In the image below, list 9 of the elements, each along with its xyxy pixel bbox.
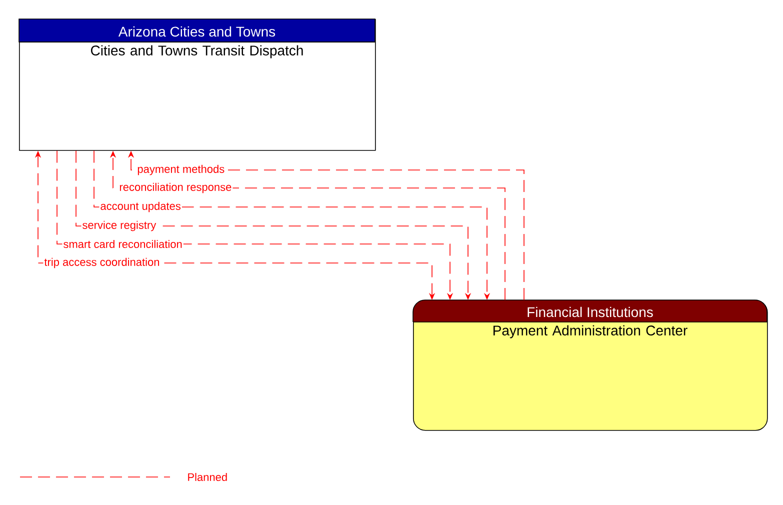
edge-label: smart card reconciliation (64, 240, 182, 248)
legend-text: Planned (188, 472, 227, 482)
edge-label: reconciliation response (120, 182, 232, 194)
edge-label: trip access coordination (44, 258, 160, 268)
edge-label: service registry (82, 220, 156, 232)
system-box: Arizona Cities and Towns Cities and Towns Transit Dispatch (18, 18, 376, 151)
system-box: Financial Institutions Payment Administration Center (412, 300, 768, 431)
edge-label: payment methods (138, 164, 224, 176)
edge-label: account updates (100, 202, 181, 212)
